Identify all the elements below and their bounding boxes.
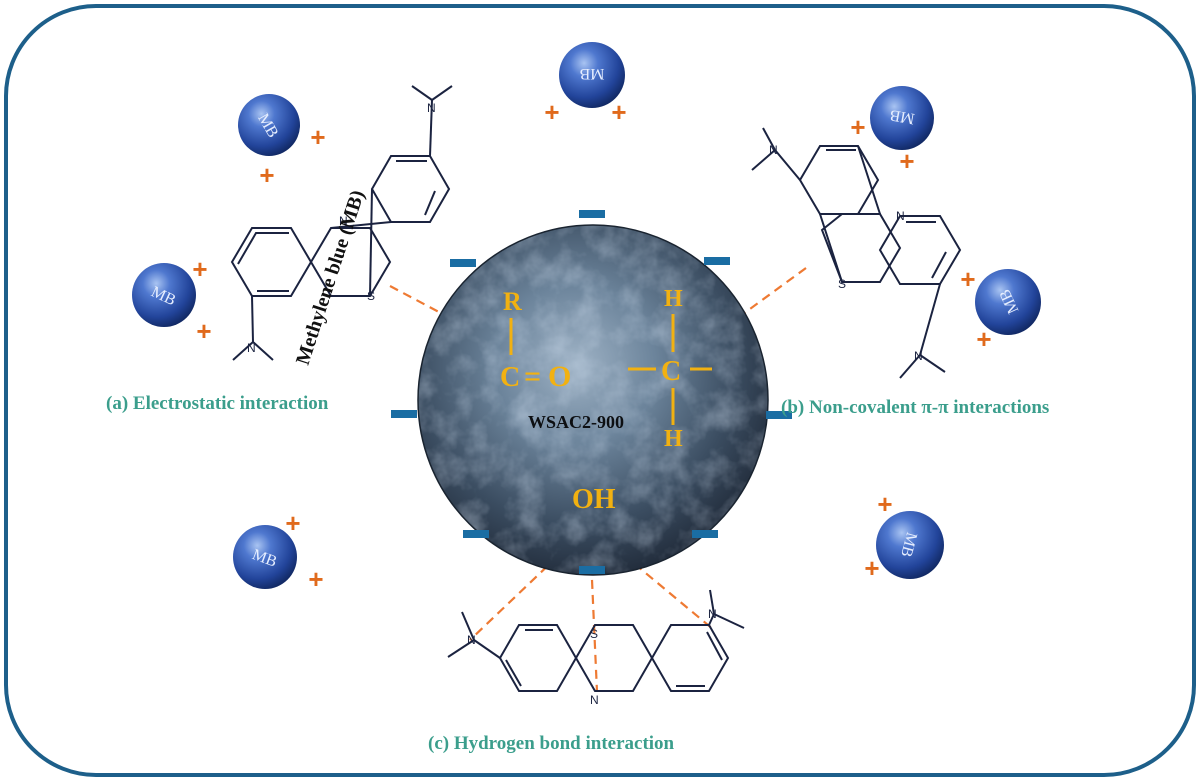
plus-charge: + bbox=[308, 564, 323, 594]
label-hydrogen-bond: (c) Hydrogen bond interaction bbox=[428, 733, 675, 754]
mb-sphere: MB bbox=[870, 86, 934, 150]
mb-atom-n: N bbox=[708, 607, 717, 621]
mb-atom-n: N bbox=[914, 349, 923, 363]
mb-sphere-label: MB bbox=[580, 65, 605, 82]
label-pi-pi: (b) Non-covalent π-π interactions bbox=[781, 397, 1049, 418]
mb-atom-n: N bbox=[769, 143, 778, 157]
carbonyl-c-label: C bbox=[500, 362, 520, 393]
plus-charge: + bbox=[877, 489, 892, 519]
plus-charge: + bbox=[899, 146, 914, 176]
plus-charge: + bbox=[864, 553, 879, 583]
plus-charge: + bbox=[960, 264, 975, 294]
hydroxyl-label: OH bbox=[572, 484, 616, 515]
ch-top-h: H bbox=[664, 286, 683, 312]
label-electrostatic: (a) Electrostatic interaction bbox=[106, 393, 329, 414]
mb-atom-n: N bbox=[467, 633, 476, 647]
plus-charge: + bbox=[611, 97, 626, 127]
mb-sphere: MB bbox=[132, 263, 196, 327]
minus-charge bbox=[391, 410, 417, 418]
minus-charge bbox=[704, 257, 730, 265]
minus-charge bbox=[579, 566, 605, 574]
mb-atom-n: N bbox=[247, 341, 256, 355]
plus-charge: + bbox=[192, 254, 207, 284]
carbon-particle bbox=[418, 225, 768, 575]
mb-atom-s: S bbox=[590, 627, 598, 641]
carbonyl-eq-label: = bbox=[524, 360, 541, 393]
mb-atom-s: S bbox=[838, 277, 846, 291]
plus-charge: + bbox=[285, 508, 300, 538]
mb-atom-n: N bbox=[590, 693, 599, 707]
particle-name: WSAC2-900 bbox=[528, 412, 624, 432]
mb-sphere: MB bbox=[876, 511, 944, 579]
mb-atom-n: N bbox=[896, 209, 905, 223]
ch-center-c: C bbox=[661, 356, 681, 387]
carbonyl-r-label: R bbox=[503, 287, 522, 316]
plus-charge: + bbox=[196, 316, 211, 346]
plus-charge: + bbox=[310, 122, 325, 152]
ch-bottom-h: H bbox=[664, 426, 683, 452]
mb-atom-n: N bbox=[427, 101, 436, 115]
plus-charge: + bbox=[544, 97, 559, 127]
plus-charge: + bbox=[976, 324, 991, 354]
mb-atom-s: S bbox=[367, 289, 375, 303]
carbonyl-o-label: O bbox=[548, 360, 571, 393]
minus-charge bbox=[692, 530, 718, 538]
plus-charge: + bbox=[259, 160, 274, 190]
mb-sphere: MB bbox=[238, 94, 300, 156]
minus-charge bbox=[463, 530, 489, 538]
minus-charge bbox=[450, 259, 476, 267]
minus-charge bbox=[579, 210, 605, 218]
plus-charge: + bbox=[850, 112, 865, 142]
